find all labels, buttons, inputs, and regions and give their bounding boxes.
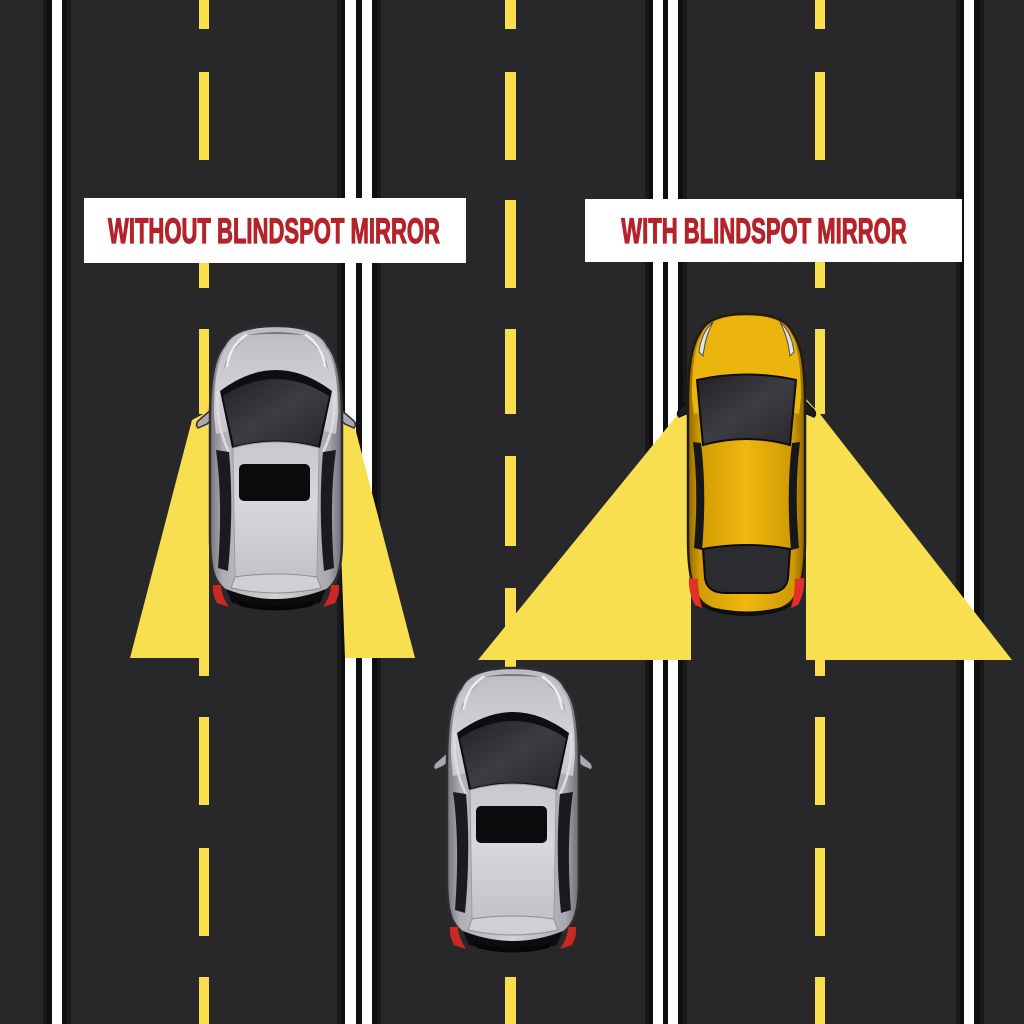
svg-text:WITHOUT BLINDSPOT MIRROR: WITHOUT BLINDSPOT MIRROR [108,213,440,251]
svg-text:WITH BLINDSPOT MIRROR: WITH BLINDSPOT MIRROR [621,213,906,251]
